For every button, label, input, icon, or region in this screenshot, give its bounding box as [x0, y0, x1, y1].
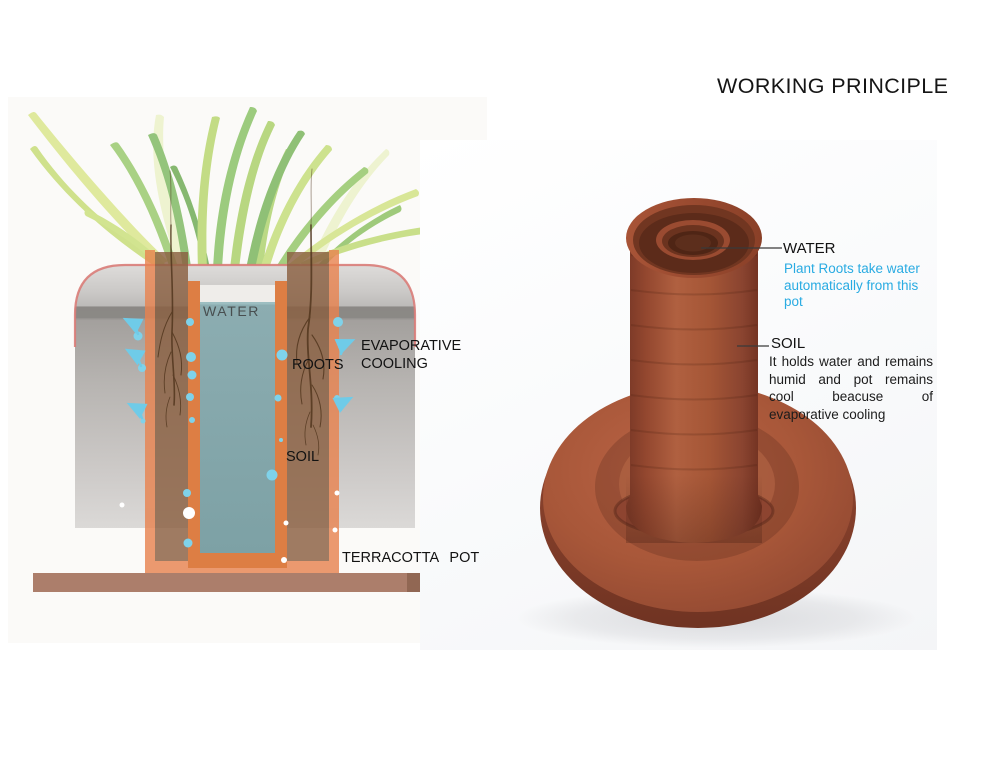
cross-section-terracotta-pot-label: TERRACOTTA POT	[342, 550, 480, 566]
annotation-soil-description: It holds water and remains humid and pot…	[769, 354, 933, 422]
pot-rim-outline	[73, 263, 417, 347]
terracotta-pot-render	[516, 198, 916, 648]
pot-column	[613, 238, 775, 543]
cross-section-evaporative-cooling-label: EVAPORATIVE COOLING	[361, 338, 462, 372]
soil-column-right	[287, 252, 329, 561]
annotation-leader-lines	[701, 247, 782, 347]
terracotta-inner-pot	[188, 281, 287, 568]
soil-column-left	[155, 252, 188, 561]
water-droplet-icons	[119, 317, 343, 563]
cross-section-panel	[8, 97, 487, 643]
inner-pot-headspace	[200, 285, 275, 303]
annotation-water-description: Plant Roots take water automatically fro…	[784, 261, 920, 309]
render-panel	[420, 140, 937, 650]
soil-columns	[155, 252, 329, 561]
evaporation-arrow-icons	[122, 317, 356, 420]
annotation-water-label: WATER	[783, 240, 836, 257]
cross-section-roots-label: ROOTS	[292, 357, 344, 373]
pot-top-opening	[626, 198, 762, 278]
cross-section-illustration	[28, 107, 442, 592]
water-column	[200, 302, 275, 553]
plant-roots-illustration	[157, 168, 325, 456]
cross-section-soil-label: SOIL	[286, 449, 320, 465]
annotation-soil-label: SOIL	[771, 335, 806, 352]
grass-plant-illustration	[28, 107, 442, 271]
table-bar	[33, 573, 435, 592]
cross-section-water-label: WATER	[203, 303, 260, 319]
page-title: WORKING PRINCIPLE	[717, 74, 949, 98]
